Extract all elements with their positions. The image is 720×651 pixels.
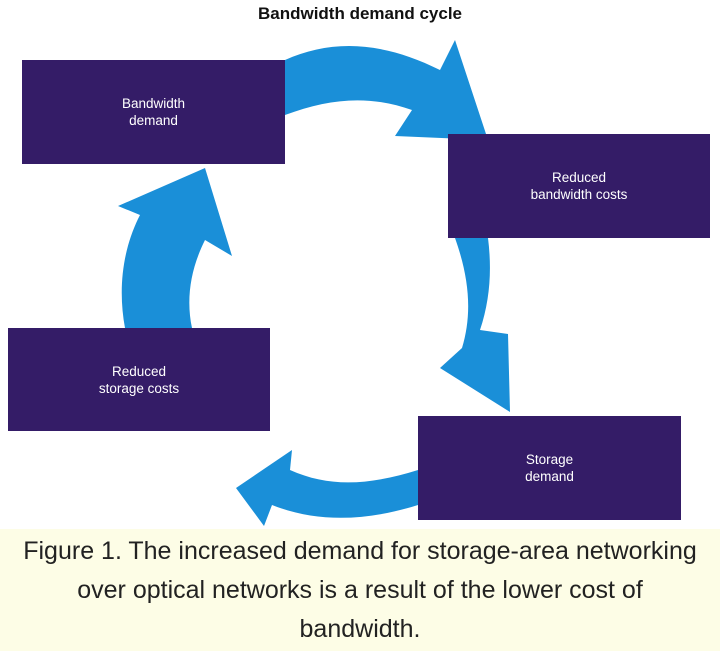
figure-caption: Figure 1. The increased demand for stora…: [0, 529, 720, 651]
arrow-left: [118, 168, 232, 328]
arrow-top: [285, 40, 488, 140]
node-storage-demand: Storage demand: [418, 416, 681, 520]
node-reduced-storage-costs: Reduced storage costs: [8, 328, 270, 431]
diagram-title: Bandwidth demand cycle: [257, 4, 463, 23]
figure-caption-text: Figure 1. The increased demand for stora…: [23, 536, 697, 643]
arrow-right: [440, 238, 510, 412]
arrow-bottom: [236, 450, 418, 526]
node-bandwidth-demand: Bandwidth demand: [22, 60, 285, 164]
node-reduced-bandwidth-costs: Reduced bandwidth costs: [448, 134, 710, 238]
